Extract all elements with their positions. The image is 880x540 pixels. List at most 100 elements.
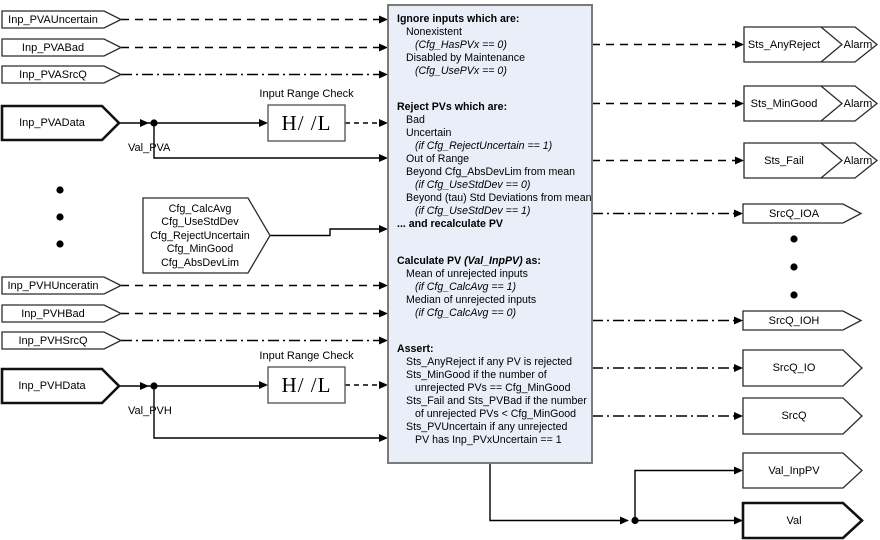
range-check-h-shape (267, 366, 346, 404)
arrowheads (140, 15, 744, 525)
wire-valpva-tap (153, 123, 380, 159)
cfg-block: Cfg_CalcAvg Cfg_UseStdDev Cfg_RejectUnce… (145, 203, 255, 270)
range-check-h-symbol: H/ /L (281, 372, 332, 397)
title-part: as: (522, 255, 541, 267)
range-check-a-shape (267, 104, 346, 142)
title-part-italic: (Val_InpPV) (464, 255, 523, 267)
alarm-tag: Alarm (843, 97, 873, 110)
ellipsis-dot (790, 263, 798, 271)
output-port-shape-sts-fail (743, 142, 879, 179)
wire-valpvh-tap (153, 386, 380, 439)
wire-cfg (270, 228, 380, 237)
input-port-inp-pvhunceratin: Inp_PVHUnceratin (7, 279, 99, 292)
input-port-shape-inp-pvhsrcq (1, 331, 123, 350)
arrowhead (379, 336, 388, 345)
input-port-inp-pvauncertain: Inp_PVAUncertain (8, 13, 98, 26)
arrowhead (620, 516, 629, 525)
arrowhead (735, 99, 744, 108)
input-port-shape-inp-pvasrcq (1, 65, 123, 84)
section-line: (if Cfg_CalcAvg == 0) (415, 307, 517, 319)
ellipsis-dot (790, 291, 798, 299)
output-port-shape-srcq-ioa (742, 203, 863, 224)
output-port-srcq-io: SrcQ_IO (772, 362, 816, 374)
section-line: Disabled by Maintenance (406, 52, 525, 64)
input-port-inp-pvadata: Inp_PVAData (19, 117, 85, 129)
output-port-srcq-ioh: SrcQ_IOH (768, 314, 820, 327)
arrowhead (379, 309, 388, 318)
section-title: Ignore inputs which are: (397, 13, 520, 25)
output-port-val-inppv: Val_InpPV (768, 464, 820, 477)
output-port-shape-srcq-io (742, 349, 863, 387)
section-line: unrejected PVs == Cfg_MinGood (415, 382, 571, 394)
ellipsis-dot (790, 235, 798, 243)
ellipsis-dot (56, 213, 64, 221)
section-line: Nonexistent (406, 26, 462, 38)
input-port-shape-inp-pvhdata (0, 367, 121, 405)
alarm-divider (820, 142, 844, 179)
section-title: Reject PVs which are: (397, 101, 508, 113)
alarm-tag: Alarm (843, 154, 873, 167)
arrowhead (259, 381, 268, 389)
input-port-inp-pvhbad: Inp_PVHBad (21, 307, 85, 320)
ellipsis-dot (56, 240, 64, 248)
section-line: of unrejected PVs < Cfg_MinGood (415, 408, 577, 420)
input-port-inp-pvhdata: Inp_PVHData (18, 380, 86, 392)
output-port-shape-srcq-ioh (742, 310, 863, 331)
section-line: (if Cfg_UseStdDev == 1) (415, 205, 531, 217)
output-port-srcq-ioa: SrcQ_IOA (768, 207, 820, 220)
arrowhead (379, 154, 388, 162)
title-part: Calculate PV (397, 255, 465, 267)
output-port-val: Val (786, 514, 802, 527)
arrowhead (734, 412, 743, 420)
output-port-sts-mingood: Sts_MinGood (750, 97, 818, 110)
output-port-shape-sts-mingood (743, 85, 879, 122)
arrowhead (379, 225, 388, 233)
section-line: Uncertain (406, 127, 452, 139)
main-block-shape (387, 4, 593, 464)
section-title: Assert: (397, 343, 434, 355)
section-line: Mean of unrejected inputs (406, 268, 528, 280)
arrowhead (735, 156, 744, 165)
alarm-divider (820, 26, 844, 63)
arrowhead (379, 70, 388, 79)
arrowhead (734, 209, 743, 218)
section-title: Calculate PV (Val_InpPV) as: (395, 255, 591, 268)
alarm-divider (820, 85, 844, 122)
output-port-shape-srcq (742, 397, 863, 435)
arrowhead (379, 281, 388, 290)
output-port-shape-sts-anyreject (743, 26, 879, 63)
output-port-sts-fail: Sts_Fail (764, 154, 804, 167)
cfg-block-shape (142, 197, 271, 274)
ellipsis-dot (56, 186, 64, 194)
arrowhead (734, 364, 743, 372)
main-block-section-calculate: Calculate PV (Val_InpPV) as: Mean of unr… (395, 255, 591, 320)
main-block-section-reject: Reject PVs which are: Bad Uncertain (if … (395, 101, 591, 231)
section-line: ... and recalculate PV (397, 218, 503, 230)
cfg-line: Cfg_MinGood (166, 243, 234, 256)
input-port-shape-inp-pvhunceratin (1, 276, 123, 295)
arrowhead (379, 119, 388, 127)
output-port-srcq: SrcQ (781, 410, 807, 422)
arrowhead (734, 516, 743, 525)
arrowhead (734, 316, 743, 325)
arrowhead (379, 434, 388, 442)
main-block-section-assert: Assert: Sts_AnyReject if any PV is rejec… (395, 343, 591, 447)
range-check-a-symbol: H/ /L (281, 110, 332, 135)
arrowhead (735, 40, 744, 49)
section-line: Sts_PVUncertain if any unrejected (406, 421, 568, 433)
input-port-inp-pvasrcq: Inp_PVASrcQ (19, 68, 87, 81)
section-line: (Cfg_UsePVx == 0) (415, 65, 507, 77)
arrowhead (379, 381, 388, 389)
section-line: Bad (406, 114, 425, 126)
arrowhead (734, 466, 743, 475)
section-line: (if Cfg_UseStdDev == 0) (415, 179, 531, 191)
input-port-shape-inp-pvauncertain (1, 10, 123, 29)
section-line: Sts_MinGood if the number of (406, 369, 547, 381)
output-port-shape-val (741, 501, 864, 540)
input-port-shape-inp-pvhbad (1, 304, 123, 323)
section-line: (Cfg_HasPVx == 0) (415, 39, 507, 51)
input-port-inp-pvhsrcq: Inp_PVHSrcQ (18, 334, 88, 347)
section-line: Beyond Cfg_AbsDevLim from mean (406, 166, 575, 178)
